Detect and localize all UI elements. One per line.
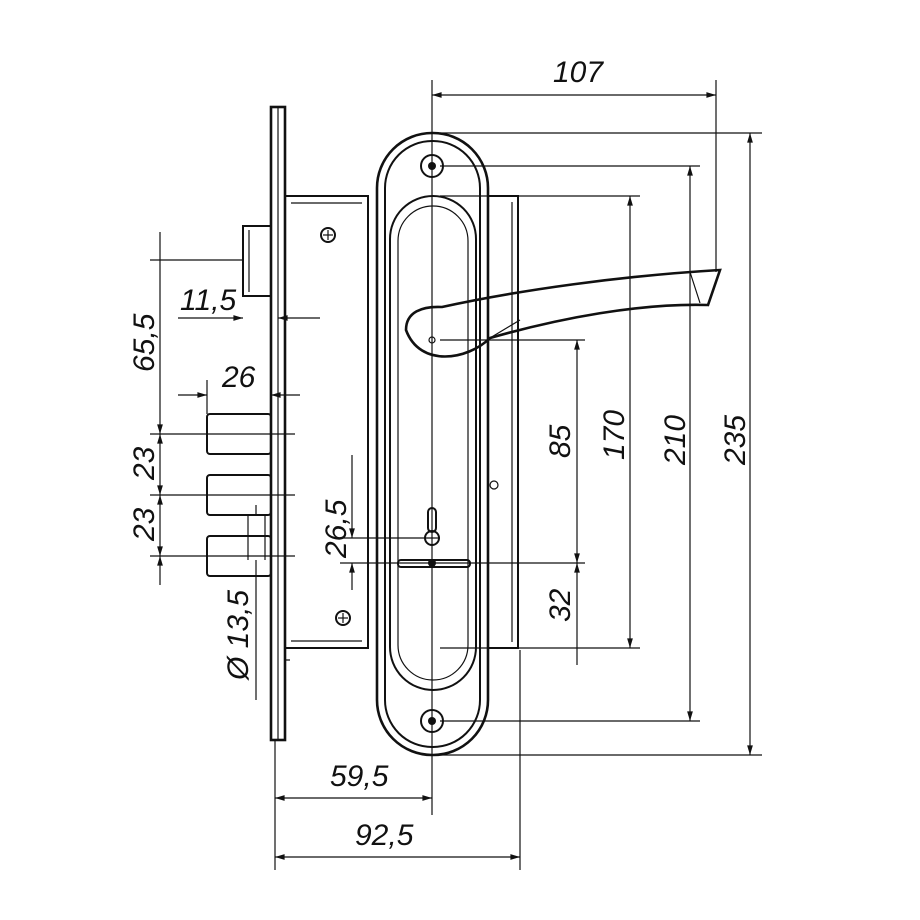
dim-65-5: 65,5	[128, 313, 161, 372]
body-screw-top-icon	[320, 227, 336, 243]
dimension-lines	[157, 92, 753, 860]
dim-92-5: 92,5	[355, 819, 414, 852]
dim-26-5: 26,5	[320, 499, 353, 559]
dim-235: 235	[719, 415, 752, 466]
dim-107: 107	[553, 56, 604, 89]
dim-26: 26	[221, 361, 256, 394]
dim-23-upper: 23	[128, 446, 161, 481]
dim-32: 32	[544, 588, 577, 622]
dim-diameter-13-5: Ø 13,5	[222, 590, 255, 681]
extension-lines	[150, 80, 762, 870]
latch-bolt	[242, 225, 272, 297]
dim-59-5: 59,5	[330, 760, 389, 793]
lock-body	[284, 195, 519, 661]
dim-11-5: 11,5	[180, 284, 236, 317]
body-pin-icon	[489, 480, 499, 490]
dim-85: 85	[544, 424, 577, 458]
dim-210: 210	[659, 415, 692, 466]
door-handle	[404, 268, 722, 358]
body-screw-bottom-icon	[335, 610, 351, 626]
faceplate	[269, 105, 287, 742]
dim-23-lower: 23	[128, 507, 161, 542]
dim-170: 170	[598, 410, 631, 460]
